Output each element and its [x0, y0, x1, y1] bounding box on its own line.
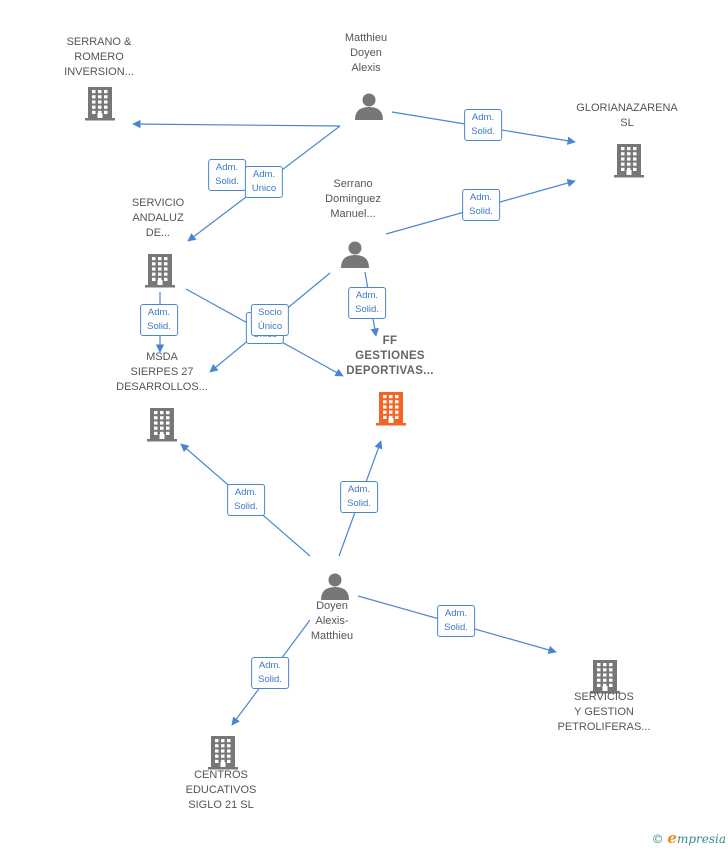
- edge-label-matthieu-to-serrano_romero[interactable]: Adm. Solid.: [208, 159, 246, 191]
- node-label-matthieu[interactable]: Matthieu Doyen Alexis: [344, 32, 388, 74]
- brand-name: mpresia: [676, 832, 726, 846]
- edge-label-matthieu-to-glorianazarena[interactable]: Adm. Solid.: [464, 109, 502, 141]
- node-label-servicios_gestion[interactable]: SERVICIOS Y GESTION PETROLIFERAS...: [557, 691, 651, 733]
- building-icon-msda[interactable]: [147, 408, 177, 442]
- node-label-centros[interactable]: CENTROS EDUCATIVOS SIGLO 21 SL: [185, 769, 257, 811]
- building-icon-servicios_gestion[interactable]: [590, 660, 620, 694]
- edge-matthieu-to-serrano_romero: [132, 119, 341, 129]
- edge-label-serrano_dominguez-to-ff[interactable]: Adm. Solid.: [348, 287, 386, 319]
- building-icon-centros[interactable]: [208, 736, 238, 770]
- edge-label-servicio_andaluz-to-ff[interactable]: Adm. Solid.: [140, 304, 178, 336]
- icon-layer: [85, 87, 644, 770]
- edge-label-doyen-to-ff[interactable]: Adm. Solid.: [340, 481, 378, 513]
- building-icon-glorianazarena[interactable]: [614, 144, 644, 178]
- building-icon-servicio_andaluz[interactable]: [145, 254, 175, 288]
- person-icon-matthieu[interactable]: [355, 93, 383, 121]
- person-icon-doyen[interactable]: [321, 573, 349, 601]
- node-label-msda[interactable]: MSDA SIERPES 27 DESARROLLOS...: [116, 351, 208, 393]
- person-icon-serrano_dominguez[interactable]: [341, 241, 369, 269]
- node-label-glorianazarena[interactable]: GLORIANAZARENA SL: [576, 102, 678, 129]
- building-icon-ff[interactable]: [376, 392, 406, 426]
- brand-initial: e: [667, 829, 677, 847]
- node-label-ff[interactable]: FF GESTIONES DEPORTIVAS...: [346, 335, 434, 377]
- building-icon-serrano_romero[interactable]: [85, 87, 115, 121]
- edge-label-doyen-to-servicios_gestion[interactable]: Adm. Solid.: [437, 605, 475, 637]
- node-label-doyen[interactable]: Doyen Alexis- Matthieu: [310, 600, 354, 642]
- edge-label-doyen-to-msda[interactable]: Adm. Solid.: [227, 484, 265, 516]
- edge-label-servicio_andaluz-to-msda[interactable]: Socio Único: [250, 304, 290, 336]
- edge-label-serrano_dominguez-to-glorianazarena[interactable]: Adm. Solid.: [462, 189, 500, 221]
- edge-label-matthieu-to-servicio_andaluz[interactable]: Adm. Unico: [244, 166, 284, 198]
- node-label-servicio_andaluz[interactable]: SERVICIO ANDALUZ DE...: [131, 197, 185, 239]
- node-label-serrano_romero[interactable]: SERRANO & ROMERO INVERSION...: [64, 36, 134, 78]
- edge-label-doyen-to-centros[interactable]: Adm. Solid.: [251, 657, 289, 689]
- copyright-symbol: ©: [651, 832, 664, 846]
- brand-footer[interactable]: © empresia: [652, 829, 726, 847]
- node-label-serrano_dominguez[interactable]: Serrano Dominguez Manuel...: [325, 178, 381, 220]
